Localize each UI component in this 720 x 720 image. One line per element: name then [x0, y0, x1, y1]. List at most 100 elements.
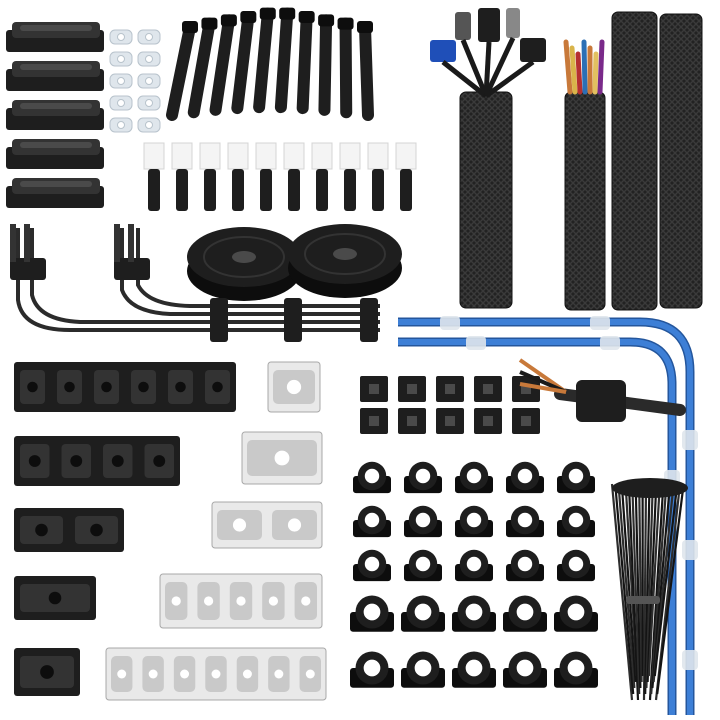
clear-cable-clip [109, 51, 133, 67]
stripped-wire [519, 382, 567, 394]
round-cable-clip [404, 461, 442, 494]
white-cable-organizer [105, 647, 327, 701]
clear-cable-clip [109, 29, 133, 45]
splitter-clamp [360, 298, 378, 342]
black-cable-organizer [14, 362, 236, 412]
round-cable-clip [506, 461, 544, 494]
cable-plug [455, 12, 471, 40]
round-cable-clip [353, 461, 391, 494]
plug-cable [460, 39, 489, 97]
black-cable-organizer [14, 648, 80, 696]
zip-tie [653, 489, 678, 677]
clear-cable-clip [137, 95, 161, 111]
splitter-pin [114, 224, 120, 262]
clear-cable-clip [590, 316, 610, 330]
square-adhesive-mount [474, 376, 502, 402]
splitter-pin [24, 224, 30, 262]
splitter-pin [128, 224, 134, 262]
cable-holder-clip [6, 139, 104, 169]
square-adhesive-mount [398, 376, 426, 402]
round-clips-group [350, 461, 598, 688]
plug-cable [483, 36, 516, 98]
round-cable-clip [455, 549, 493, 582]
velcro-tie [187, 17, 218, 119]
zip-tie [610, 483, 634, 701]
braided-sleeve [659, 13, 703, 309]
clear-cable-clip [600, 336, 620, 350]
square-adhesive-mount [360, 408, 388, 434]
zip-tie [631, 487, 641, 695]
adhesive-velcro-strip [395, 142, 417, 211]
square-adhesive-mount [436, 408, 464, 434]
zip-tie [644, 489, 651, 695]
blue-cable [398, 339, 675, 715]
wire-splitter-group [10, 224, 380, 342]
velcro-ties-group [166, 7, 374, 121]
velcro-tie [166, 21, 198, 121]
zip-tie [656, 485, 685, 695]
cable-plug [430, 40, 456, 62]
round-cable-clip [503, 595, 547, 632]
white-cable-organizer [267, 361, 321, 413]
round-cable-clip [350, 651, 394, 688]
white-organizers-group [105, 361, 327, 701]
adhesive-velcro-strip [367, 142, 389, 211]
plug-cable [441, 60, 488, 98]
zip-tie [647, 487, 661, 677]
velcro-tie [357, 21, 374, 121]
braided-sleeves-group [430, 8, 703, 311]
velcro-tie [231, 11, 257, 115]
round-cable-clip [554, 651, 598, 688]
adhesive-velcro-strip [171, 142, 193, 211]
zip-tie [617, 487, 636, 689]
colored-wire [569, 45, 578, 95]
blue-cable [398, 319, 693, 715]
colored-wire [597, 39, 605, 95]
adhesive-velcro-strip [227, 142, 249, 211]
zip-tie [642, 487, 648, 701]
round-cable-clip [455, 505, 493, 538]
colored-wire [563, 39, 573, 95]
velcro-roll [288, 224, 402, 298]
round-cable-clip [404, 505, 442, 538]
adhesive-velcro-strip [143, 142, 165, 211]
round-cable-clip [350, 595, 394, 632]
velcro-tie [209, 14, 237, 116]
zip-tie [634, 489, 642, 689]
braided-sleeve [611, 11, 658, 311]
clear-cable-clip [137, 73, 161, 89]
adhesive-strips-group [143, 142, 417, 211]
adhesive-velcro-strip [283, 142, 305, 211]
clear-cable-clip [109, 73, 133, 89]
velcro-tie [274, 7, 296, 114]
zip-tie [614, 485, 635, 695]
clear-clips-group [109, 29, 161, 133]
velcro-roll [187, 227, 301, 301]
round-cable-clip [557, 461, 595, 494]
round-cable-clip [401, 651, 445, 688]
round-cable-clip [404, 549, 442, 582]
wire-clip [576, 380, 626, 422]
cable-plug [506, 8, 520, 38]
blue-cables-group [398, 316, 698, 715]
cable-plug [520, 38, 546, 62]
square-adhesive-mount [398, 408, 426, 434]
clear-cable-clip [137, 51, 161, 67]
adhesive-velcro-strip [199, 142, 221, 211]
zip-ties-group [610, 478, 688, 701]
splitter-connector [10, 258, 46, 280]
white-cable-organizer [159, 573, 323, 629]
zip-tie-heads [612, 478, 688, 498]
clear-cable-clip [682, 650, 698, 670]
white-cable-organizer [241, 431, 323, 485]
round-cable-clip [506, 549, 544, 582]
velcro-tie [318, 14, 335, 116]
adhesive-velcro-strip [339, 142, 361, 211]
clear-cable-clip [137, 117, 161, 133]
cable-holder-clip [6, 100, 104, 130]
black-organizers-group [14, 362, 236, 696]
square-adhesive-mount [436, 376, 464, 402]
round-cable-clip [455, 461, 493, 494]
cable-holder-clip [6, 178, 104, 208]
